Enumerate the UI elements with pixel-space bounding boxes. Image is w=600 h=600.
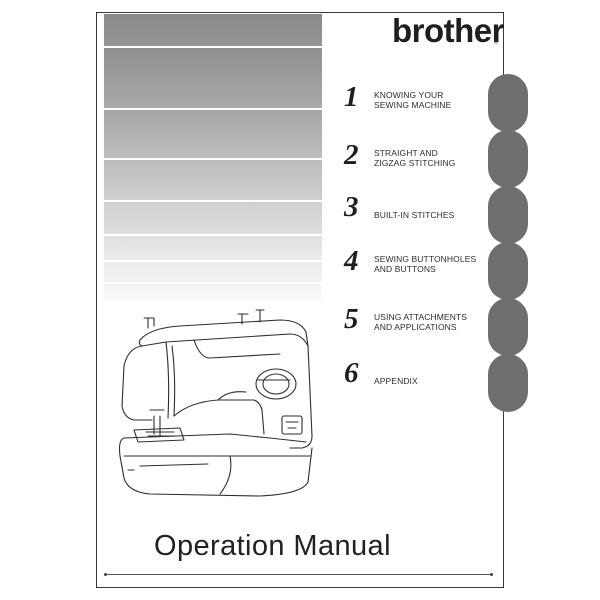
band-8 [104,284,322,300]
chapter-6[interactable]: 6 APPENDIX [344,348,504,388]
chapter-number: 3 [344,191,359,223]
rule-end-dot-right [490,573,493,576]
manual-title: Operation Manual [154,530,391,562]
chapter-3[interactable]: 3 BUILT-IN STITCHES [344,182,504,222]
band-1 [104,14,322,46]
chapter-tab-1[interactable] [488,74,528,132]
chapter-title: STRAIGHT AND ZIGZAG STITCHING [374,148,455,168]
chapter-title-line1: STRAIGHT AND [374,148,438,158]
chapter-number: 2 [344,139,359,171]
chapter-title-line1: SEWING BUTTONHOLES [374,254,477,264]
registered-mark: ® [494,40,499,46]
band-7 [104,262,322,282]
band-5 [104,202,322,234]
band-2 [104,48,322,108]
chapter-title: KNOWING YOUR SEWING MACHINE [374,90,451,110]
chapter-number: 6 [344,357,359,389]
chapter-title-line1: APPENDIX [374,376,418,386]
chapter-title: USING ATTACHMENTS AND APPLICATIONS [374,312,467,332]
chapter-title: BUILT-IN STITCHES [374,210,454,220]
chapter-5[interactable]: 5 USING ATTACHMENTS AND APPLICATIONS [344,294,504,334]
chapter-tab-3[interactable] [488,186,528,244]
chapter-tab-4[interactable] [488,242,528,300]
chapter-tab-2[interactable] [488,130,528,188]
chapter-title-line2: SEWING MACHINE [374,100,452,110]
brother-logo: brother [392,12,505,49]
chapter-2[interactable]: 2 STRAIGHT AND ZIGZAG STITCHING [344,130,504,170]
bottom-rule [106,574,492,575]
chapter-title: APPENDIX [374,376,418,386]
chapter-title-line2: ZIGZAG STITCHING [374,158,456,168]
chapter-number: 1 [344,81,359,113]
chapter-tab-6[interactable] [488,354,528,412]
chapter-title-line2: AND BUTTONS [374,264,436,274]
gradient-band-panel [104,14,322,314]
chapter-number: 4 [344,245,359,277]
chapter-1[interactable]: 1 KNOWING YOUR SEWING MACHINE [344,72,504,112]
chapter-title-line1: KNOWING YOUR [374,90,444,100]
band-3 [104,110,322,158]
manual-cover [96,12,504,588]
chapter-number: 5 [344,303,359,335]
rule-end-dot-left [104,573,107,576]
band-4 [104,160,322,200]
chapter-title: SEWING BUTTONHOLES AND BUTTONS [374,254,476,274]
sewing-machine-illustration [118,309,313,497]
chapter-title-line1: USING ATTACHMENTS [374,312,468,322]
band-6 [104,236,322,260]
chapter-title-line2: AND APPLICATIONS [374,322,457,332]
chapter-4[interactable]: 4 SEWING BUTTONHOLES AND BUTTONS [344,236,504,276]
chapter-tab-5[interactable] [488,298,528,356]
chapter-title-line1: BUILT-IN STITCHES [374,210,455,220]
